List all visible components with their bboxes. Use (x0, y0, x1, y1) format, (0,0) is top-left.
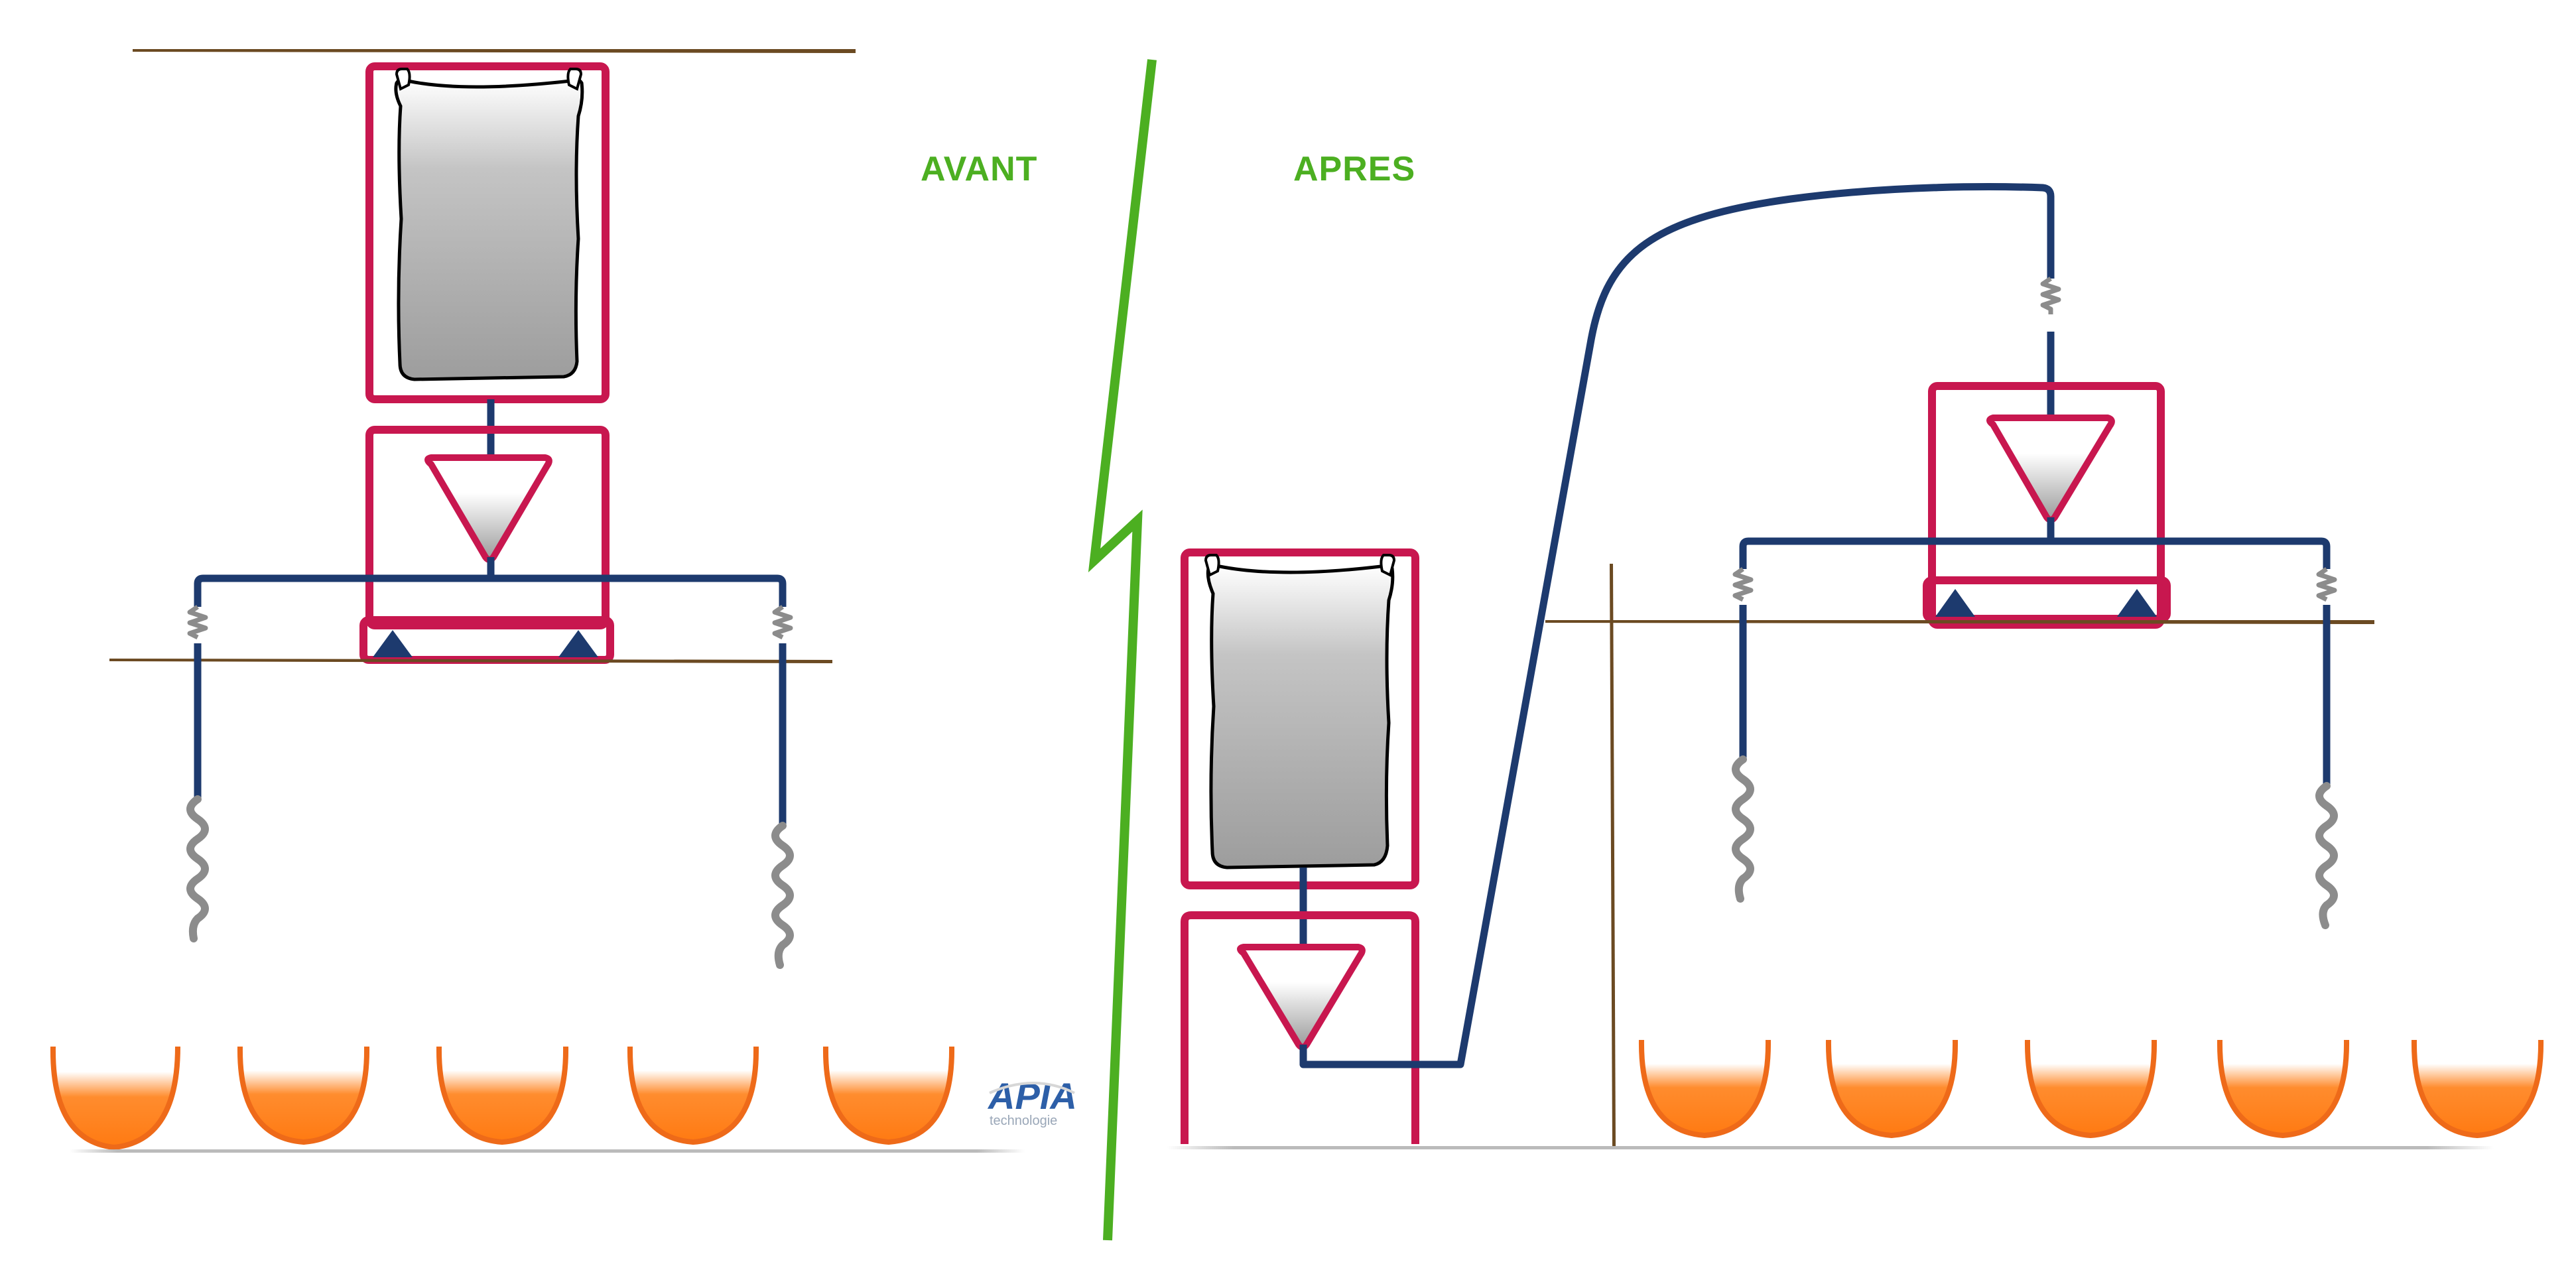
mold-bowl-icon (2217, 1039, 2350, 1139)
mold-bowl-icon (1638, 1039, 1771, 1139)
mezzanine-post (1610, 564, 1616, 1147)
ground-line (1167, 1146, 2494, 1149)
load-cell-triangle-icon (1935, 589, 1975, 617)
svg-text:APIA: APIA (987, 1075, 1077, 1117)
pneumatic-transfer-pipe (1299, 183, 2055, 1068)
load-cell-triangle-icon (373, 630, 413, 657)
ground-line (70, 1149, 1025, 1153)
spring-icon (2315, 782, 2338, 929)
floor-slab (109, 659, 832, 663)
distribution-pipe (1739, 537, 2331, 569)
after-caption: APRES (1293, 150, 1415, 188)
spring-icon (772, 605, 793, 640)
mold-bowl-icon (627, 1046, 759, 1145)
hopper-station-frame (1181, 911, 1419, 1144)
elevated-hopper-frame (1928, 382, 2165, 629)
ceiling-beam (133, 49, 856, 53)
spring-icon (1732, 755, 1754, 903)
mold-bowl-icon (2024, 1039, 2157, 1139)
distribution-pipe (194, 574, 787, 607)
before-section: AVANT APIA technologie (50, 49, 1077, 1153)
mold-bowl-icon (237, 1046, 370, 1145)
load-cell-triangle-icon (558, 630, 598, 657)
bulk-bag-icon (1204, 554, 1396, 869)
weighing-base-frame (1923, 576, 2171, 623)
hopper-cone-icon (1237, 944, 1366, 1051)
spring-icon (186, 795, 209, 942)
mold-bowl-icon (1825, 1039, 1959, 1139)
spring-icon (2040, 277, 2061, 314)
mold-bowl-icon (436, 1046, 569, 1145)
mold-row-after (1638, 1039, 2544, 1139)
mold-bowl-icon (50, 1046, 180, 1151)
spring-icon (1732, 567, 1754, 602)
mold-bowl-icon (2411, 1039, 2544, 1139)
hopper-station-frame (365, 426, 610, 629)
mold-row-before (50, 1046, 955, 1151)
apia-logo: APIA technologie (987, 1075, 1077, 1128)
before-caption: AVANT (921, 150, 1037, 188)
svg-text:technologie: technologie (990, 1114, 1057, 1128)
zigzag-divider-icon (1088, 59, 1157, 1241)
bulk-bag-icon (394, 68, 584, 381)
spring-icon (771, 822, 794, 969)
hopper-cone-icon (1986, 415, 2115, 523)
after-section: APRES (1167, 150, 2544, 1149)
load-cell-triangle-icon (2117, 589, 2157, 617)
spring-icon (187, 605, 208, 640)
spring-icon (2316, 567, 2337, 602)
hopper-cone-icon (424, 454, 552, 563)
mold-bowl-icon (822, 1046, 955, 1145)
logo-swoosh (989, 1082, 1075, 1094)
mezzanine-floor (1545, 620, 2374, 624)
